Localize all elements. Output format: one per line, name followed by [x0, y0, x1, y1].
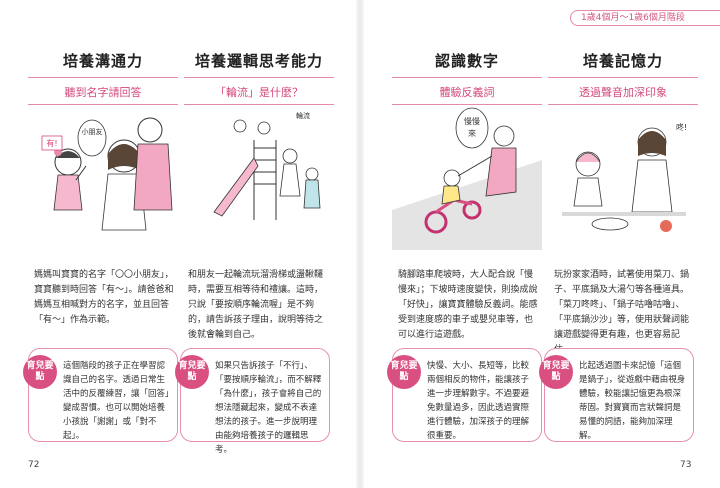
tip-text: 比起透過圖卡來記憶「這個是鍋子」，從遊戲中藉由視身體驗，較能讓記憶更為根深蒂固。…	[579, 361, 686, 441]
column-body: 騎腳踏車爬坡時，大人配合說「慢慢來」；下坡時速度變快，則換成說「好快」，讓寶寶體…	[398, 270, 538, 340]
tip-badge: 育兒要點	[175, 355, 209, 389]
age-range-label: 1歲4個月～1歲6個月階段	[581, 13, 685, 23]
bubble-text: 小朋友	[82, 127, 103, 136]
column-subtitle: 「輪流」是什麼？	[184, 84, 334, 105]
tip-badge: 育兒要點	[387, 355, 421, 389]
tip-box: 育兒要點 快慢、大小、長短等，比較兩個相反的物件，能讓孩子進一步理解數字。不過要…	[387, 348, 542, 442]
tip-badge: 育兒要點	[23, 355, 57, 389]
page-number-right: 73	[680, 460, 692, 470]
column-title: 培養邏輯思考能力	[194, 52, 323, 70]
column-communication: 培養溝通力 聽到名字請回答	[28, 50, 178, 105]
book-gutter	[356, 0, 364, 488]
tip-box: 育兒要點 如果只告訴孩子「不行」、「要按順序輪流」，而不解釋「為什麼」，孩子會將…	[175, 348, 330, 455]
illustration-tricycle: 慢慢 來	[392, 107, 542, 250]
page-number-left: 72	[28, 460, 40, 470]
tip-badge: 育兒要點	[539, 355, 573, 389]
column-subtitle: 聽到名字請回答	[28, 84, 178, 105]
tip-text: 如果只告訴孩子「不行」、「要按順序輪流」，而不解釋「為什麼」，孩子會將自己的想法…	[215, 361, 322, 455]
bubble-text: 慢慢	[464, 116, 480, 126]
column-subtitle: 透過聲音加深印象	[548, 84, 698, 105]
age-range-tab: 1歲4個月～1歲6個月階段	[570, 10, 720, 26]
column-body: 媽媽叫寶寶的名字「〇〇小朋友」，寶寶聽到時回答「有～」。請爸爸和媽媽互相喊對方的…	[34, 270, 174, 325]
column-subtitle: 體驗反義詞	[392, 84, 542, 105]
illustration-slide: 輪流	[213, 111, 321, 220]
column-title: 培養記憶力	[582, 52, 663, 70]
column-title: 培養溝通力	[62, 52, 143, 70]
column-logic: 培養邏輯思考能力 「輪流」是什麼？	[184, 50, 334, 105]
bubble-text: 有!	[46, 138, 57, 148]
tip-text: 這個階段的孩子正在學習認識自己的名字。透過日常生活中的反覆練習，讓「回答」變成習…	[63, 361, 170, 441]
illustration-mother-child: 小朋友 有!	[41, 117, 173, 231]
column-title: 認識數字	[434, 52, 499, 70]
bubble-text: 來	[468, 129, 476, 138]
column-body: 和朋友一起輪流玩溜滑梯或盪鞦韆時，需要互相等待和禮讓。這時，只說「要按順序輪流喔…	[188, 270, 324, 340]
bubble-text: 輪流	[296, 111, 310, 120]
column-numbers: 認識數字 體驗反義詞	[392, 50, 542, 105]
column-memory: 培養記憶力 透過聲音加深印象	[548, 50, 698, 105]
bubble-text: 咚!	[676, 122, 687, 132]
illustration-cooking-play: 咚!	[562, 122, 687, 232]
tip-text: 快慢、大小、長短等，比較兩個相反的物件，能讓孩子進一步理解數字。不過要避免數量過…	[427, 361, 530, 441]
tip-box: 育兒要點 這個階段的孩子正在學習認識自己的名字。透過日常生活中的反覆練習，讓「回…	[23, 348, 178, 442]
column-body: 玩扮家家酒時，試著使用菜刀、鍋子、平底鍋及大湯勺等各種道具。「菜刀咚咚」、「鍋子…	[554, 270, 690, 355]
tip-box: 育兒要點 比起透過圖卡來記憶「這個是鍋子」，從遊戲中藉由視身體驗，較能讓記憶更為…	[539, 348, 694, 442]
